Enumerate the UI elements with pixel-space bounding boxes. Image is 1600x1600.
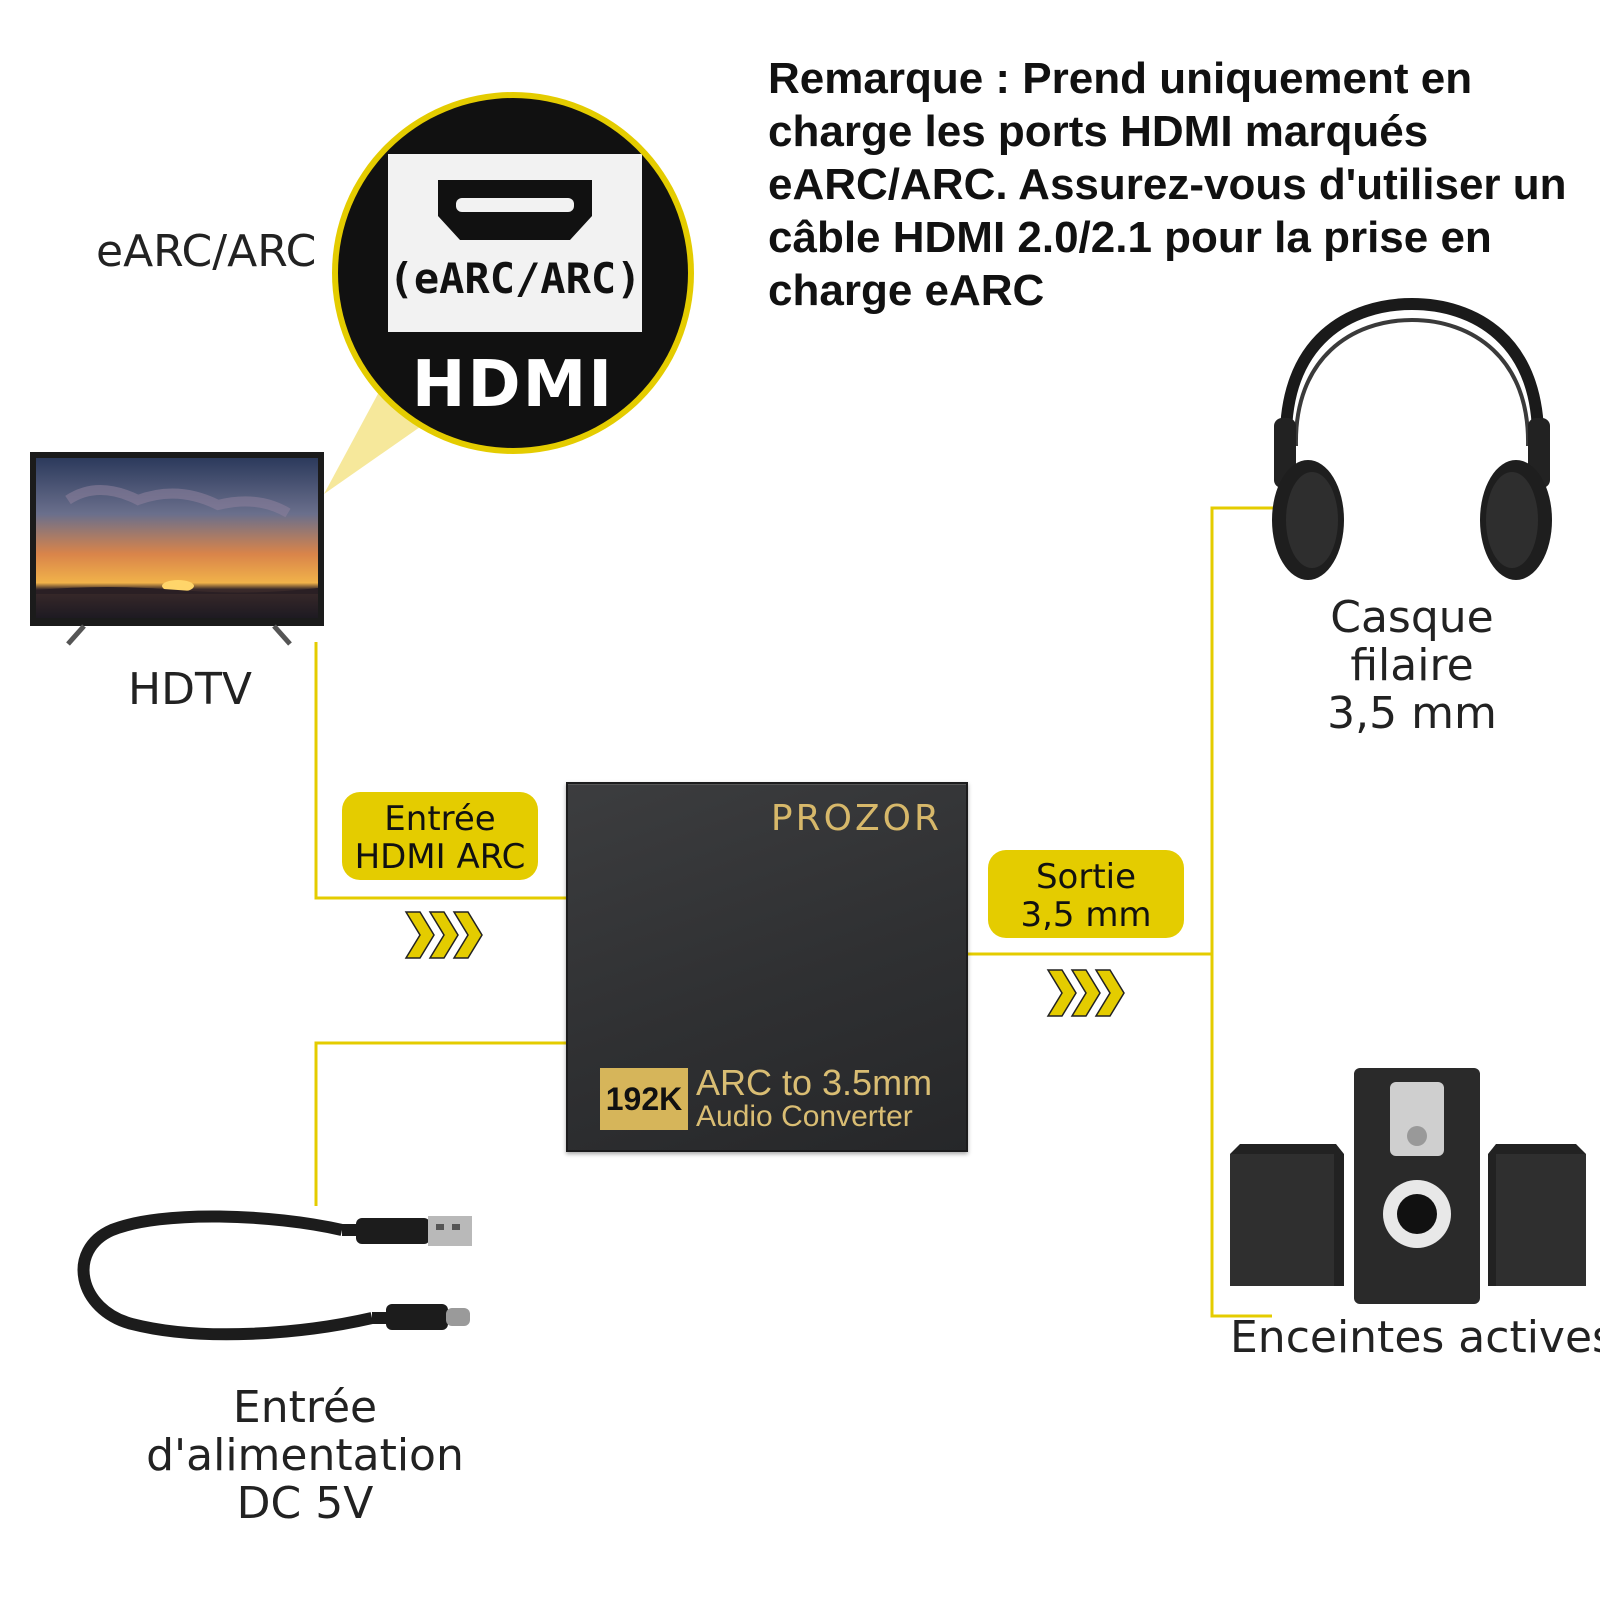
compatibility-note: Remarque : Prend uniquement en charge le… — [768, 54, 1567, 315]
output-chevrons-icon — [1046, 969, 1125, 1017]
output-pill-line2: 3,5 mm — [1020, 895, 1152, 935]
headphones-label: Casque filaire 3,5 mm — [1262, 594, 1562, 738]
power-input-label: Entrée d'alimentation DC 5V — [70, 1384, 540, 1528]
hdtv-label: HDTV — [128, 664, 252, 715]
device-192k-badge: 192K — [600, 1068, 688, 1130]
headphones-label-line1: Casque filaire — [1330, 592, 1494, 691]
output-pill-line1: Sortie — [1035, 857, 1137, 897]
hdmi-logo-text: HDMI — [411, 348, 615, 422]
input-pill-line1: Entrée — [384, 799, 496, 839]
hdmi-port-callout: (eARC/ARC) HDMI — [338, 98, 688, 448]
input-chevrons-icon — [404, 911, 483, 959]
prozor-converter-device: PROZOR 192K ARC to 3.5mm Audio Converter — [566, 782, 968, 1152]
hdmi-arc-input-pill: Entrée HDMI ARC — [342, 792, 538, 880]
input-pill-line2: HDMI ARC — [354, 837, 526, 877]
device-brand: PROZOR — [770, 798, 942, 839]
hdtv-icon — [30, 452, 324, 646]
headphones-label-line2: 3,5 mm — [1327, 688, 1497, 739]
device-title-line1: ARC to 3.5mm — [696, 1062, 933, 1103]
headphones-icon — [1272, 298, 1552, 580]
hdtv-to-converter-line — [314, 642, 566, 900]
speakers-icon — [1230, 1068, 1586, 1304]
speakers-label: Enceintes actives — [1230, 1312, 1600, 1363]
device-title-line2: Audio Converter — [696, 1100, 913, 1133]
usb-power-cable-icon — [77, 1210, 472, 1341]
earc-arc-label: eARC/ARC — [96, 226, 317, 277]
earc-port-text: (eARC/ARC) — [388, 254, 642, 303]
hdmi-port-icon — [438, 180, 592, 240]
output-3-5mm-pill: Sortie 3,5 mm — [988, 850, 1184, 938]
callout-tail — [324, 390, 430, 494]
power-label-line2: DC 5V — [236, 1478, 374, 1529]
hdmi-port-plate: (eARC/ARC) — [388, 154, 642, 332]
power-to-converter-line — [314, 1041, 566, 1206]
power-label-line1: Entrée d'alimentation — [146, 1382, 464, 1481]
audio-branch-line — [1210, 506, 1282, 1318]
